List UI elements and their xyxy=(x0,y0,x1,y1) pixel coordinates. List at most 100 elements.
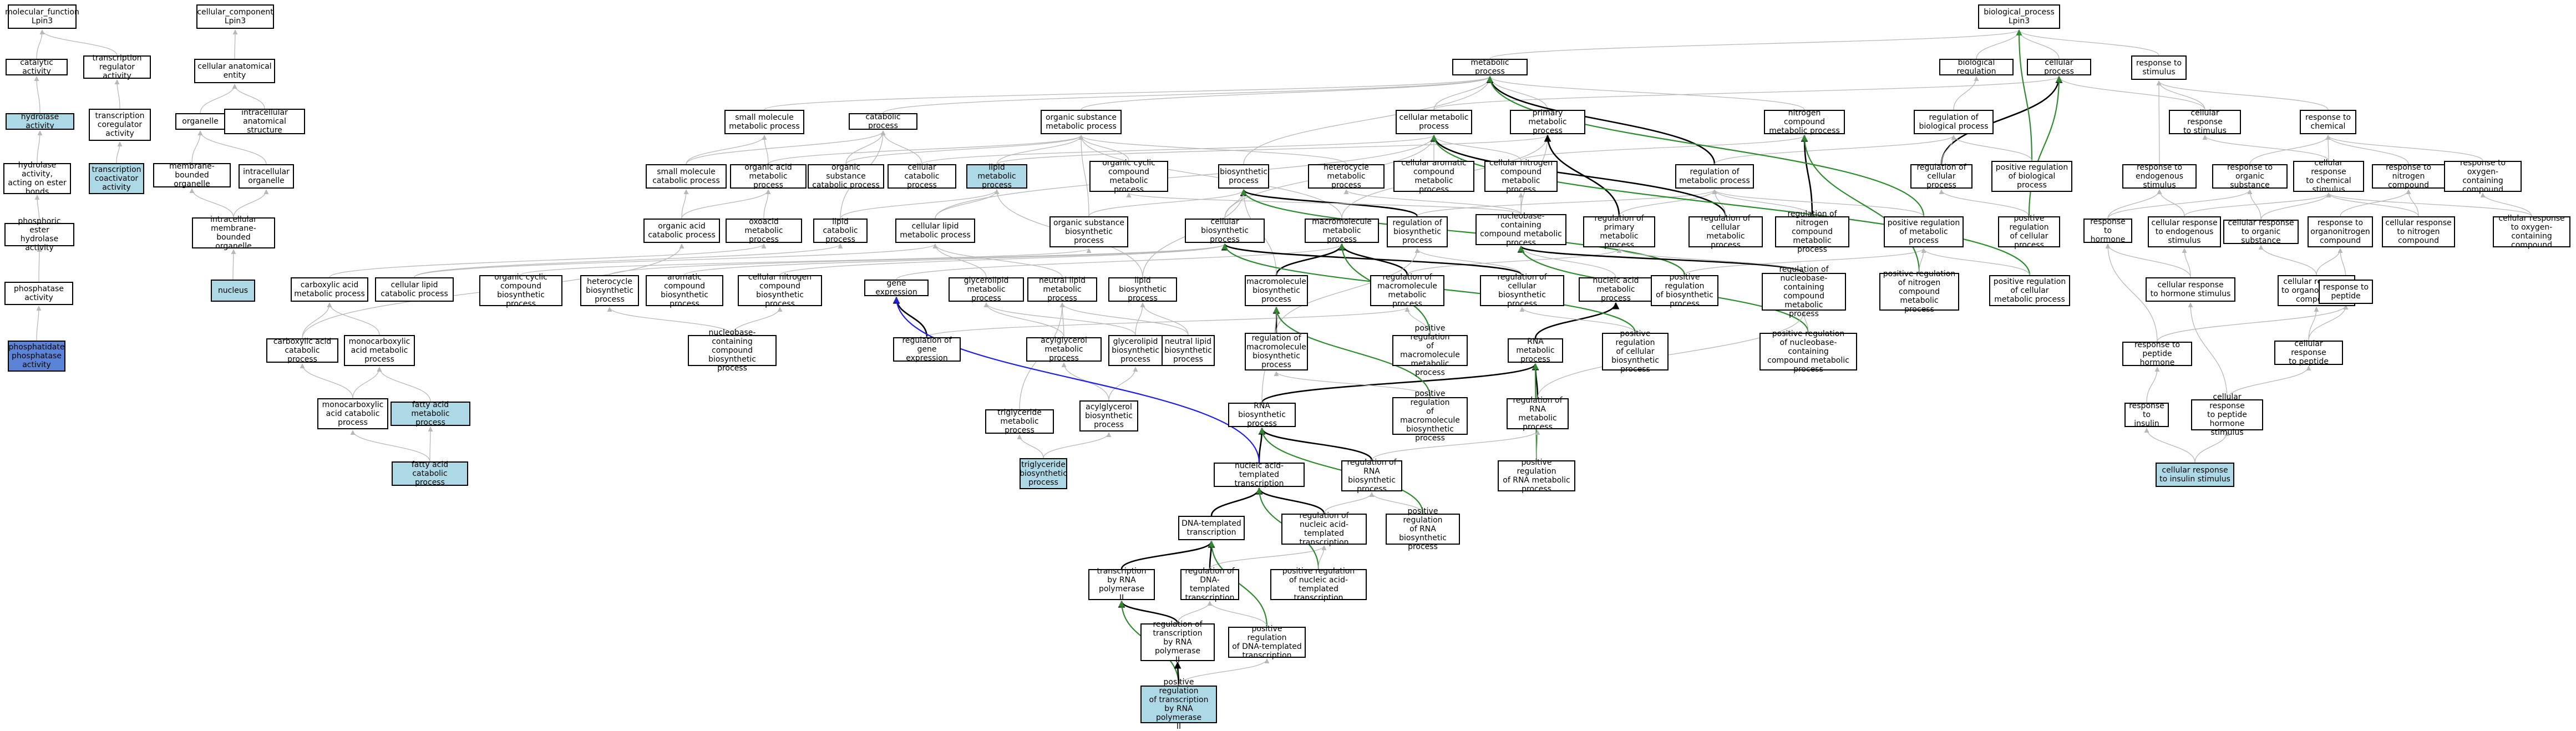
term-node-rge[interactable]: regulation of gene expression xyxy=(893,336,961,363)
term-node-cc[interactable]: cellular_component Lpin3 xyxy=(196,4,274,29)
term-node-ncmp[interactable]: nitrogen compound metabolic process xyxy=(1764,109,1845,135)
term-node-cp[interactable]: cellular process xyxy=(2027,58,2091,76)
term-node-cncmp[interactable]: cellular nitrogen compound metabolic pro… xyxy=(1484,159,1558,194)
term-node-occmp[interactable]: organic cyclic compound metabolic proces… xyxy=(1089,159,1168,194)
term-node-prbiop[interactable]: positive regulation of biosynthetic proc… xyxy=(1651,273,1718,308)
term-node-tcoreg[interactable]: transcription coregulator activity xyxy=(89,109,151,141)
term-node-mmp[interactable]: macromolecule metabolic process xyxy=(1305,217,1379,244)
term-node-cat[interactable]: catalytic activity xyxy=(6,58,68,76)
term-node-catp[interactable]: catabolic process xyxy=(849,113,917,130)
term-node-oacp[interactable]: organic acid catabolic process xyxy=(643,219,720,243)
term-node-crtos[interactable]: cellular response to organic substance xyxy=(2223,219,2299,245)
term-node-rnatt[interactable]: regulation of nucleic acid-templated tra… xyxy=(1281,511,1367,547)
term-node-rts[interactable]: response to stimulus xyxy=(2131,55,2187,80)
term-node-cacmp[interactable]: cellular aromatic compound metabolic pro… xyxy=(1393,159,1474,194)
term-node-dtt[interactable]: DNA-templated transcription xyxy=(1178,516,1245,540)
term-node-rrmp[interactable]: regulation of RNA metabolic process xyxy=(1507,396,1569,432)
term-node-prnatt[interactable]: positive regulation of nucleic acid-temp… xyxy=(1270,567,1367,602)
term-node-prcmp[interactable]: positive regulation of cellular metaboli… xyxy=(1989,275,2070,306)
term-node-lmp[interactable]: lipid metabolic process xyxy=(966,163,1027,190)
term-node-prcp[interactable]: positive regulation of cellular process xyxy=(1998,214,2060,250)
term-node-famp[interactable]: fatty acid metabolic process xyxy=(391,400,470,427)
term-node-crts[interactable]: cellular response to stimulus xyxy=(2169,109,2241,135)
term-node-tgbp[interactable]: triglyceride biosynthetic process xyxy=(1020,458,1067,489)
term-node-crti[interactable]: cellular response to insulin stimulus xyxy=(2156,463,2234,487)
term-node-rmbp[interactable]: regulation of macromolecule biosynthetic… xyxy=(1245,333,1308,370)
term-node-cacp[interactable]: carboxylic acid catabolic process xyxy=(266,337,338,364)
term-node-rnamp[interactable]: RNA metabolic process xyxy=(1508,337,1563,364)
term-node-hyd[interactable]: hydrolase activity xyxy=(6,113,74,130)
term-node-rcp[interactable]: regulation of cellular process xyxy=(1910,163,1972,190)
term-node-osbp[interactable]: organic substance biosynthetic process xyxy=(1049,216,1128,247)
term-node-hydest[interactable]: hydrolase activity, acting on ester bond… xyxy=(3,161,71,196)
term-node-imbo[interactable]: intracellular membrane-bounded organelle xyxy=(192,215,275,251)
term-node-hbp[interactable]: heterocycle biosynthetic process xyxy=(580,275,639,306)
term-node-rth[interactable]: response to hormone xyxy=(2083,217,2132,244)
term-node-crtocc[interactable]: cellular response to oxygen-containing c… xyxy=(2493,214,2570,250)
term-node-prrbp[interactable]: positive regulation of RNA biosynthetic … xyxy=(1386,507,1460,551)
term-node-pap[interactable]: phosphatidate phosphatase activity xyxy=(8,341,65,372)
term-node-phest[interactable]: phosphoric ester hydrolase activity xyxy=(4,217,74,252)
term-node-oamp[interactable]: organic acid metabolic process xyxy=(730,163,807,190)
term-node-crtnc[interactable]: cellular response to nitrogen compound xyxy=(2382,216,2455,247)
term-node-glmp[interactable]: glycerolipid metabolic process xyxy=(949,276,1024,303)
term-node-breg[interactable]: biological regulation xyxy=(1939,58,2014,76)
term-node-crth[interactable]: cellular response to hormone stimulus xyxy=(2146,277,2235,302)
term-node-natt[interactable]: nucleic acid-templated transcription xyxy=(1214,461,1305,488)
term-node-smcp[interactable]: small molecule catabolic process xyxy=(646,164,727,189)
term-node-prcbp[interactable]: positive regulation of cellular biosynth… xyxy=(1602,329,1669,374)
term-node-rpmp[interactable]: regulation of primary metabolic process xyxy=(1583,214,1655,250)
term-node-prbp[interactable]: positive regulation of biological proces… xyxy=(1991,161,2072,192)
term-node-rmmp[interactable]: regulation of macromolecule metabolic pr… xyxy=(1370,273,1444,308)
term-node-clmp[interactable]: cellular lipid metabolic process xyxy=(895,219,975,243)
term-node-cae[interactable]: cellular anatomical entity xyxy=(194,59,275,83)
term-node-occbp[interactable]: organic cyclic compound biosynthetic pro… xyxy=(479,273,562,308)
term-node-tgmp[interactable]: triglyceride metabolic process xyxy=(985,408,1054,435)
term-node-nbcmp[interactable]: nucleobase-containing compound metabolic… xyxy=(1475,212,1566,247)
term-node-crtp[interactable]: cellular response to peptide xyxy=(2274,339,2343,366)
term-node-crtphs[interactable]: cellular response to peptide hormone sti… xyxy=(2191,393,2263,437)
term-node-ias[interactable]: intracellular anatomical structure xyxy=(224,108,305,135)
term-node-oscp[interactable]: organic substance catabolic process xyxy=(808,163,884,190)
term-node-mbp[interactable]: macromolecule biosynthetic process xyxy=(1245,275,1308,306)
term-node-prdtt[interactable]: positive regulation of DNA-templated tra… xyxy=(1228,625,1306,660)
term-node-rti[interactable]: response to insulin xyxy=(2124,402,2169,428)
term-node-nuc[interactable]: nucleus xyxy=(211,280,255,302)
term-node-rtonc[interactable]: response to organonitrogen compound xyxy=(2308,216,2373,247)
term-node-hmp[interactable]: heterocycle metabolic process xyxy=(1308,163,1385,190)
term-node-trp2[interactable]: transcription by RNA polymerase II xyxy=(1088,567,1155,602)
term-node-prmmp[interactable]: positive regulation of macromolecule met… xyxy=(1392,324,1468,377)
term-node-rcmp[interactable]: regulation of cellular metabolic process xyxy=(1688,214,1763,250)
term-node-rcbp[interactable]: regulation of cellular biosynthetic proc… xyxy=(1480,273,1564,308)
term-node-phosph[interactable]: phosphatase activity xyxy=(4,282,73,305)
term-node-rrbp[interactable]: regulation of RNA biosynthetic process xyxy=(1341,458,1402,494)
term-node-lbp[interactable]: lipid biosynthetic process xyxy=(1108,276,1177,303)
term-node-mbo[interactable]: membrane-bounded organelle xyxy=(153,162,231,189)
term-node-tcoact[interactable]: transcription coactivator activity xyxy=(89,163,144,194)
term-node-crtes[interactable]: cellular response to endogenous stimulus xyxy=(2148,216,2221,247)
term-node-rdtt[interactable]: regulation of DNA-templated transcriptio… xyxy=(1180,567,1239,602)
term-node-prmbp[interactable]: positive regulation of macromolecule bio… xyxy=(1392,389,1468,443)
term-node-namp[interactable]: nucleic acid metabolic process xyxy=(1579,276,1653,303)
term-node-ge[interactable]: gene expression xyxy=(864,279,929,297)
term-node-rmp[interactable]: regulation of metabolic process xyxy=(1675,164,1754,189)
term-node-mcamp[interactable]: monocarboxylic acid metabolic process xyxy=(344,335,415,366)
term-node-bp[interactable]: biological_process Lpin3 xyxy=(1978,4,2060,29)
term-node-rtos[interactable]: response to organic substance xyxy=(2212,163,2288,190)
term-node-ccp[interactable]: cellular catabolic process xyxy=(888,163,956,190)
term-node-nlbp[interactable]: neutral lipid biosynthetic process xyxy=(1162,335,1215,366)
term-node-rnbcmp[interactable]: regulation of nucleobase-containing comp… xyxy=(1762,265,1846,318)
term-node-trra[interactable]: transcription regulator activity xyxy=(83,54,151,80)
term-node-facp[interactable]: fatty acid catabolic process xyxy=(392,460,468,487)
term-node-mp[interactable]: metabolic process xyxy=(1452,58,1528,76)
term-node-glbp[interactable]: glycerolipid biosynthetic process xyxy=(1108,335,1163,366)
term-node-rtc[interactable]: response to chemical xyxy=(2300,110,2356,134)
term-node-rtphs[interactable]: response to peptide hormone xyxy=(2122,341,2192,367)
term-node-oxmp[interactable]: oxoacid metabolic process xyxy=(726,217,802,244)
term-node-biop[interactable]: biosynthetic process xyxy=(1218,164,1269,189)
term-node-rbp[interactable]: regulation of biological process xyxy=(1914,110,1994,134)
term-node-nbccbp[interactable]: nucleobase-containing compound biosynthe… xyxy=(688,328,777,373)
term-node-org[interactable]: organelle xyxy=(175,113,225,130)
term-node-acbp[interactable]: aromatic compound biosynthetic process xyxy=(646,273,723,308)
term-node-camp[interactable]: carboxylic acid metabolic process xyxy=(291,277,368,302)
